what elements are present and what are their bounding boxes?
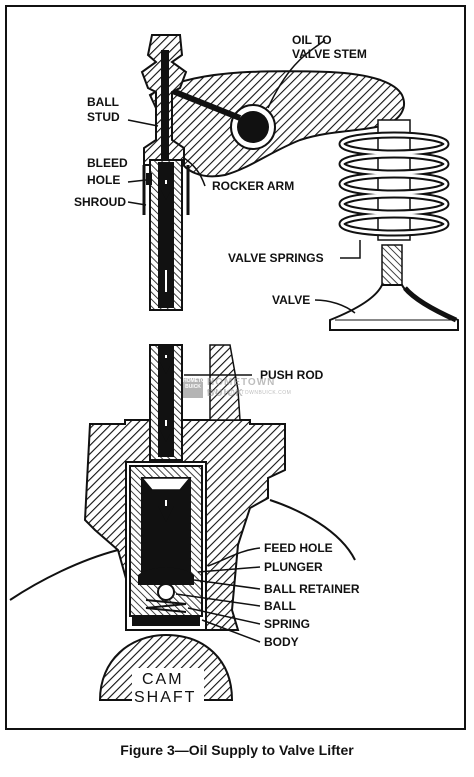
valve [329,244,459,331]
watermark-line2: WWW.HOMETOWNBUICK.COM [207,390,292,396]
stud-oil-channel [161,50,169,160]
lifter-spring [145,599,187,613]
leader-lines [127,39,361,643]
figure-caption: Figure 3—Oil Supply to Valve Lifter [120,742,354,758]
watermark-line1: HOMETOWN BUICK [207,377,276,399]
label-oil-to-valve-stem-1: OIL TO [292,33,332,47]
ball-retainer [138,567,194,585]
label-ball-stud-2: STUD [87,110,120,124]
label-body: BODY [264,635,299,649]
label-ball-retainer: BALL RETAINER [264,582,360,596]
label-plunger: PLUNGER [264,560,323,574]
bleed-hole [146,173,152,185]
label-ball: BALL [264,599,296,613]
shroud [142,165,190,215]
label-shaft: SHAFT [134,689,196,706]
watermark-logo-icon: HOMETOWN BUICK [183,378,213,398]
block-curve-right [269,499,356,561]
block-wall-right [209,344,241,421]
lifter-body [129,465,203,626]
rocker-oil-passage [163,85,242,121]
figure-frame [5,5,466,730]
check-ball [157,583,175,601]
rocker-ball [237,111,269,143]
label-cam: CAM [142,671,184,688]
label-valve: VALVE [272,293,310,307]
label-push-rod: PUSH ROD [260,368,324,382]
label-oil-to-valve-stem-2: VALVE STEM [292,47,367,61]
label-ball-stud-1: BALL [87,95,119,109]
label-spring: SPRING [264,617,310,631]
label-valve-springs: VALVE SPRINGS [228,251,324,265]
block-curve [9,549,119,601]
label-feed-hole: FEED HOLE [264,541,333,555]
watermark: HOMETOWN BUICK HOMETOWN BUICK WWW.HOMETO… [183,376,291,400]
valve-springs [338,119,450,241]
label-shroud: SHROUD [74,195,126,209]
label-rocker-arm: ROCKER ARM [212,179,294,193]
label-bleed-hole-2: HOLE [87,173,120,187]
label-bleed-hole-1: BLEED [87,156,128,170]
plunger [141,477,191,574]
